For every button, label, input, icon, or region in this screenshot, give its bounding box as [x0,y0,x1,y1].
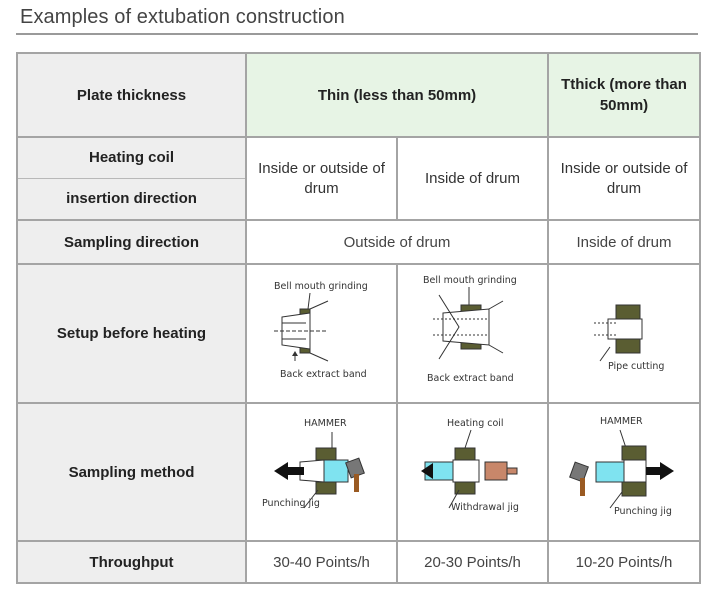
hammer-label-3: HAMMER [600,416,643,427]
setup-label: Setup before heating [16,263,247,404]
tube-shape [442,308,490,346]
setup-diagram-2: Bell mouth grinding Back extract band [423,275,517,384]
heating-coil-block [484,461,508,481]
sampling-direction-thick: Inside of drum [547,219,701,265]
method-diagram-2: Heating coil Withdrawal jig [421,418,519,513]
method-fig-1-cell: HAMMER Punching jig [245,402,398,542]
withdrawal-jig-label: Withdrawal jig [451,502,519,513]
drum-edge [488,300,504,354]
row-heating-coil: Heating coil Inside or outside of drum I… [16,136,701,221]
back-extract-label-2: Back extract band [427,373,514,384]
coil-cell-3: Inside or outside of drum [547,136,701,221]
setup-fig-1-cell: Bell mouth grinding Back extract band [245,263,398,404]
drum-wall-bottom [615,338,641,354]
pipe-cutting-label: Pipe cutting [608,361,664,372]
punching-jig-label-3: Punching jig [614,506,672,517]
coil-cell-1: Inside or outside of drum [245,136,398,221]
punch-jig [595,461,625,483]
pointer-line [619,429,627,449]
pull-arrow [421,463,433,479]
throughput-label: Throughput [16,540,247,584]
throughput-cell-2: 20-30 Points/h [396,540,549,584]
throughput-cell-1: 30-40 Points/h [245,540,398,584]
row-insertion-direction: insertion direction [16,177,700,221]
tube-shape [623,459,647,483]
tube-shape [607,318,643,340]
method-diagram-1: HAMMER Punching jig [262,418,365,509]
hammer-label-1: HAMMER [304,418,347,429]
page-title: Examples of extubation construction [20,6,345,28]
pointer-line [464,429,472,449]
thick-header: Tthick (more than 50mm) [547,52,701,138]
setup-diagram-3: Pipe cutting [594,304,664,372]
sampling-method-label: Sampling method [16,402,247,542]
row-sampling-method: Sampling method HAMMER Punching jig Heat… [16,402,701,542]
drum-wall-bottom [621,481,647,497]
heating-coil-label: Heating coil [16,136,247,179]
method-fig-2-cell: Heating coil Withdrawal jig [396,402,549,542]
method-fig-3-cell: HAMMER Punching jig [547,402,701,542]
punch-jig [323,459,349,483]
pointer-line [303,489,319,509]
row-plate-thickness: Plate thickness Thin (less than 50mm) Tt… [16,52,701,138]
heating-coil-label-fig: Heating coil [447,418,504,429]
drum-edge [309,300,329,362]
tube-shape [452,459,480,483]
drum-wall-top [315,447,337,461]
sampling-direction-thin: Outside of drum [245,219,549,265]
plate-thickness-label: Plate thickness [16,52,247,138]
drum-wall-top [621,445,647,461]
coil-cell-3-text: Inside or outside of drum [560,159,688,197]
push-arrow [646,462,674,480]
insertion-direction-label: insertion direction [16,177,247,221]
coil-cell-1-text: Inside or outside of drum [258,159,385,197]
extubation-table: Plate thickness Thin (less than 50mm) Tt… [16,52,701,584]
bell-mouth-label-2: Bell mouth grinding [423,275,517,286]
method-diagram-3: HAMMER Punching jig [569,416,674,517]
row-setup: Setup before heating Bell mouth grinding… [16,263,701,404]
row-throughput: Throughput 30-40 Points/h 20-30 Points/h… [16,540,701,584]
setup-fig-3-cell: Pipe cutting [547,263,701,404]
punching-jig-label-1: Punching jig [262,498,320,509]
hammer-handle [580,478,585,496]
pointer-line [448,489,460,509]
hammer-head [569,461,589,483]
bell-mouth-label-1: Bell mouth grinding [274,281,368,292]
row-sampling-direction: Sampling direction Outside of drum Insid… [16,219,701,265]
coil-cell-2: Inside of drum [396,136,549,221]
drum-wall-top [615,304,641,320]
title-underline [16,33,698,35]
pull-arrow [274,462,304,480]
setup-fig-2-cell: Bell mouth grinding Back extract band [396,263,549,404]
hammer-handle [354,474,359,492]
band-arrowhead [292,351,298,356]
drum-wall-bottom [315,481,337,495]
drum-edge [438,294,460,360]
throughput-cell-3: 10-20 Points/h [547,540,701,584]
pointer-line [307,292,311,310]
pointer-line [599,346,611,362]
back-extract-label-1: Back extract band [280,369,367,380]
pointer-line [609,491,623,509]
sampling-direction-label: Sampling direction [16,219,247,265]
drum-wall-top [454,447,476,461]
thick-header-text: Tthick (more than 50mm) [561,76,687,114]
thin-header: Thin (less than 50mm) [245,52,549,138]
coil-lead [506,467,518,475]
setup-diagram-1: Bell mouth grinding Back extract band [274,281,368,380]
